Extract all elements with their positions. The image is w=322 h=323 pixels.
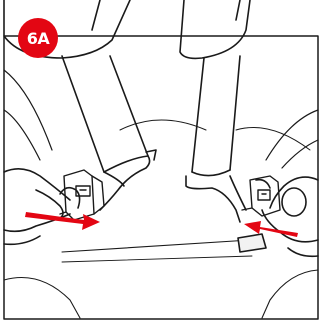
frame-border	[3, 35, 319, 320]
seat-background	[3, 69, 319, 319]
arrow-right-icon	[25, 212, 100, 230]
buckle-clip-icon	[59, 169, 105, 221]
left-hand-icon	[3, 168, 81, 246]
buckle-clip-icon	[241, 175, 281, 217]
step-badge: 6A	[18, 18, 58, 58]
right-hand-icon	[255, 176, 319, 258]
harness-strap-icon	[61, 55, 157, 211]
arrow-left-icon	[244, 221, 298, 237]
harness-strap-icon	[185, 55, 247, 223]
buckle-tongue	[237, 233, 267, 253]
